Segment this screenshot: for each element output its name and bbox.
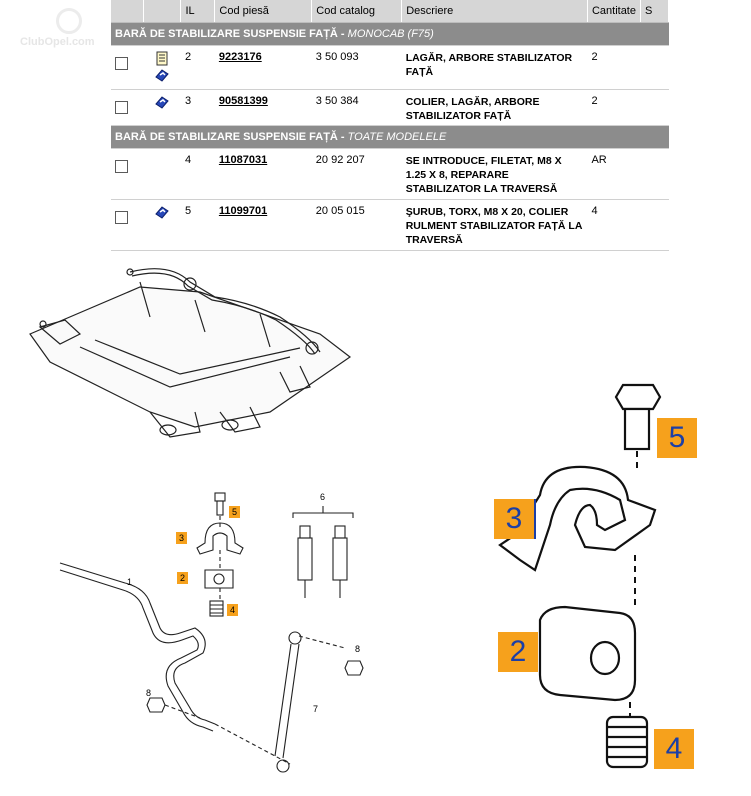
document-icon[interactable] <box>155 51 169 66</box>
header-catalog-code[interactable]: Cod catalog <box>311 0 403 23</box>
opel-logo-icon <box>56 8 82 34</box>
row-checkbox[interactable] <box>115 56 128 70</box>
section-title: BARĂ DE STABILIZARE SUSPENSIE FAȚĂ <box>115 27 338 40</box>
watermark-text: ClubOpel.com <box>20 36 95 48</box>
table-row: 4 11087031 20 92 207 SE INTRODUCE, FILET… <box>111 148 669 200</box>
clamp-highlight <box>533 499 536 539</box>
row-quantity: 2 <box>587 89 641 126</box>
part-info-icon[interactable] <box>154 95 170 109</box>
section-model: MONOCAB (F75) <box>347 27 434 40</box>
watermark: ClubOpel.com <box>2 8 112 48</box>
parts-table: IL Cod piesă Cod catalog Descriere Canti… <box>111 0 670 251</box>
row-catalog-code: 3 50 093 <box>311 45 402 90</box>
stabilizer-assembly-diagram: 1 6 7 8 8 <box>59 492 364 773</box>
label-8-left: 8 <box>146 688 151 698</box>
row-checkbox[interactable] <box>115 210 128 224</box>
row-description: ŞURUB, TORX, M8 X 20, COLIER RULMENT STA… <box>401 199 588 251</box>
header-icons <box>143 0 182 23</box>
header-s[interactable]: S <box>640 0 670 23</box>
row-checkbox[interactable] <box>115 100 128 114</box>
row-description: COLIER, LAGĂR, ARBORE STABILIZATOR FAȚĂ <box>401 89 588 126</box>
bushing-detail-drawing <box>498 383 662 769</box>
row-part-code[interactable]: 90581399 <box>214 89 312 126</box>
table-header-row: IL Cod piesă Cod catalog Descriere Canti… <box>111 0 670 23</box>
row-part-code[interactable]: 9223176 <box>214 45 312 90</box>
row-catalog-code: 20 92 207 <box>311 148 402 200</box>
row-checkbox[interactable] <box>115 159 128 173</box>
row-part-code[interactable]: 11087031 <box>214 148 312 200</box>
row-catalog-code: 20 05 015 <box>311 199 402 251</box>
table-row: 2 9223176 3 50 093 LAGĂR, ARBORE STABILI… <box>111 45 669 90</box>
row-il: 5 <box>180 199 215 251</box>
callout-large-5: 5 <box>657 418 697 458</box>
subframe-drawing <box>29 268 352 438</box>
label-6: 6 <box>320 492 325 502</box>
callout-large-4: 4 <box>654 729 694 769</box>
callout-small-2: 2 <box>177 572 188 584</box>
row-quantity: AR <box>587 148 641 200</box>
row-part-code[interactable]: 11099701 <box>214 199 312 251</box>
section-title: BARĂ DE STABILIZARE SUSPENSIE FAȚĂ <box>115 130 338 143</box>
section-header-row: BARĂ DE STABILIZARE SUSPENSIE FAȚĂ - MON… <box>111 22 669 46</box>
header-description[interactable]: Descriere <box>401 0 588 23</box>
label-7: 7 <box>313 704 318 714</box>
callout-large-3: 3 <box>494 499 534 539</box>
row-quantity: 4 <box>587 199 641 251</box>
label-8-right: 8 <box>355 644 360 654</box>
callout-small-4: 4 <box>227 604 238 616</box>
row-description: LAGĂR, ARBORE STABILIZATOR FAȚĂ <box>401 45 588 90</box>
section-header-row: BARĂ DE STABILIZARE SUSPENSIE FAȚĂ - TOA… <box>111 125 669 149</box>
label-1: 1 <box>127 577 132 587</box>
section-model: TOATE MODELELE <box>347 130 447 143</box>
callout-small-5: 5 <box>229 506 240 518</box>
table-row: 3 90581399 3 50 384 COLIER, LAGĂR, ARBOR… <box>111 89 669 126</box>
header-part-code[interactable]: Cod piesă <box>214 0 313 23</box>
header-il[interactable]: IL <box>180 0 216 23</box>
header-checkbox <box>111 0 145 23</box>
row-catalog-code: 3 50 384 <box>311 89 402 126</box>
row-il: 3 <box>180 89 215 126</box>
part-info-icon[interactable] <box>154 205 170 219</box>
part-info-icon[interactable] <box>154 68 170 82</box>
callout-large-2: 2 <box>498 632 538 672</box>
table-row: 5 11099701 20 05 015 ŞURUB, TORX, M8 X 2… <box>111 199 669 251</box>
row-il: 2 <box>180 45 215 90</box>
row-description: SE INTRODUCE, FILETAT, M8 X 1.25 X 8, RE… <box>401 148 588 200</box>
row-quantity: 2 <box>587 45 641 90</box>
row-il: 4 <box>180 148 215 200</box>
callout-small-3: 3 <box>176 532 187 544</box>
header-quantity[interactable]: Cantitate <box>587 0 641 23</box>
